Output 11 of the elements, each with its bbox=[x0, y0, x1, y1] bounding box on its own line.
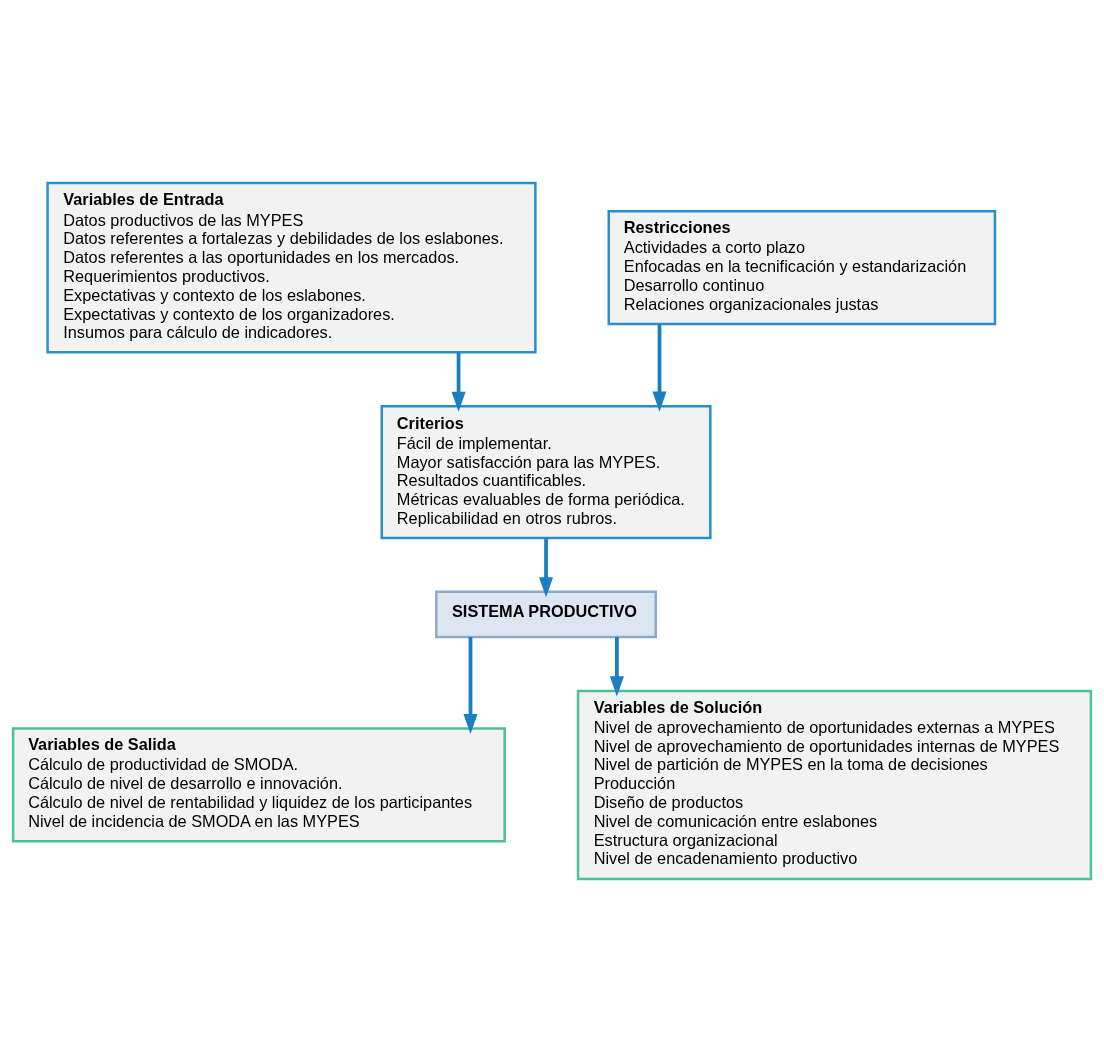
node-box: Variables de Solución Nivel de aprovechamiento de oportunidades externas a MYPES Nivel de aprovechamiento de oportunidades internas de MYPES Nivel de partición de MYPES en la toma de decisiones Producción Diseño de productos Nivel de comunicación entre eslabones Estructura organizacional Nivel de encadenamiento productivo bbox=[576, 689, 1093, 880]
arrow bbox=[609, 636, 624, 696]
node-box: Variables de Entrada Datos productivos de las MYPES Datos referentes a fortalezas y debilidades de los eslabones. Datos referentes a las oportunidades en los mercados. Requerimientos productivos. Expectativas y contexto de los eslabones. Expectativas y contexto de los organizadores. Insumos para cálculo de indicadores. bbox=[46, 181, 537, 354]
arrow bbox=[539, 537, 554, 597]
arrow bbox=[463, 636, 478, 734]
node-box: Criterios Fácil de implementar. Mayor satisfacción para las MYPES. Resultados cuantificables. Métricas evaluables de forma periódica. Replicabilidad en otros rubros. bbox=[380, 404, 712, 539]
arrow bbox=[652, 324, 667, 412]
node-box: Variables de Salida Cálculo de productividad de SMODA. Cálculo de nivel de desarrollo e innovación. Cálculo de nivel de rentabilidad y liquidez de los participantes Nivel de incidencia de SMODA en las MYPES bbox=[11, 726, 506, 843]
node-box: SISTEMA PRODUCTIVO bbox=[435, 590, 658, 638]
node-box: Restricciones Actividades a corto plazo Enfocadas en la tecnificación y estandarización Desarrollo continuo Relaciones organizacionales justas bbox=[607, 209, 997, 325]
arrow bbox=[451, 352, 466, 412]
